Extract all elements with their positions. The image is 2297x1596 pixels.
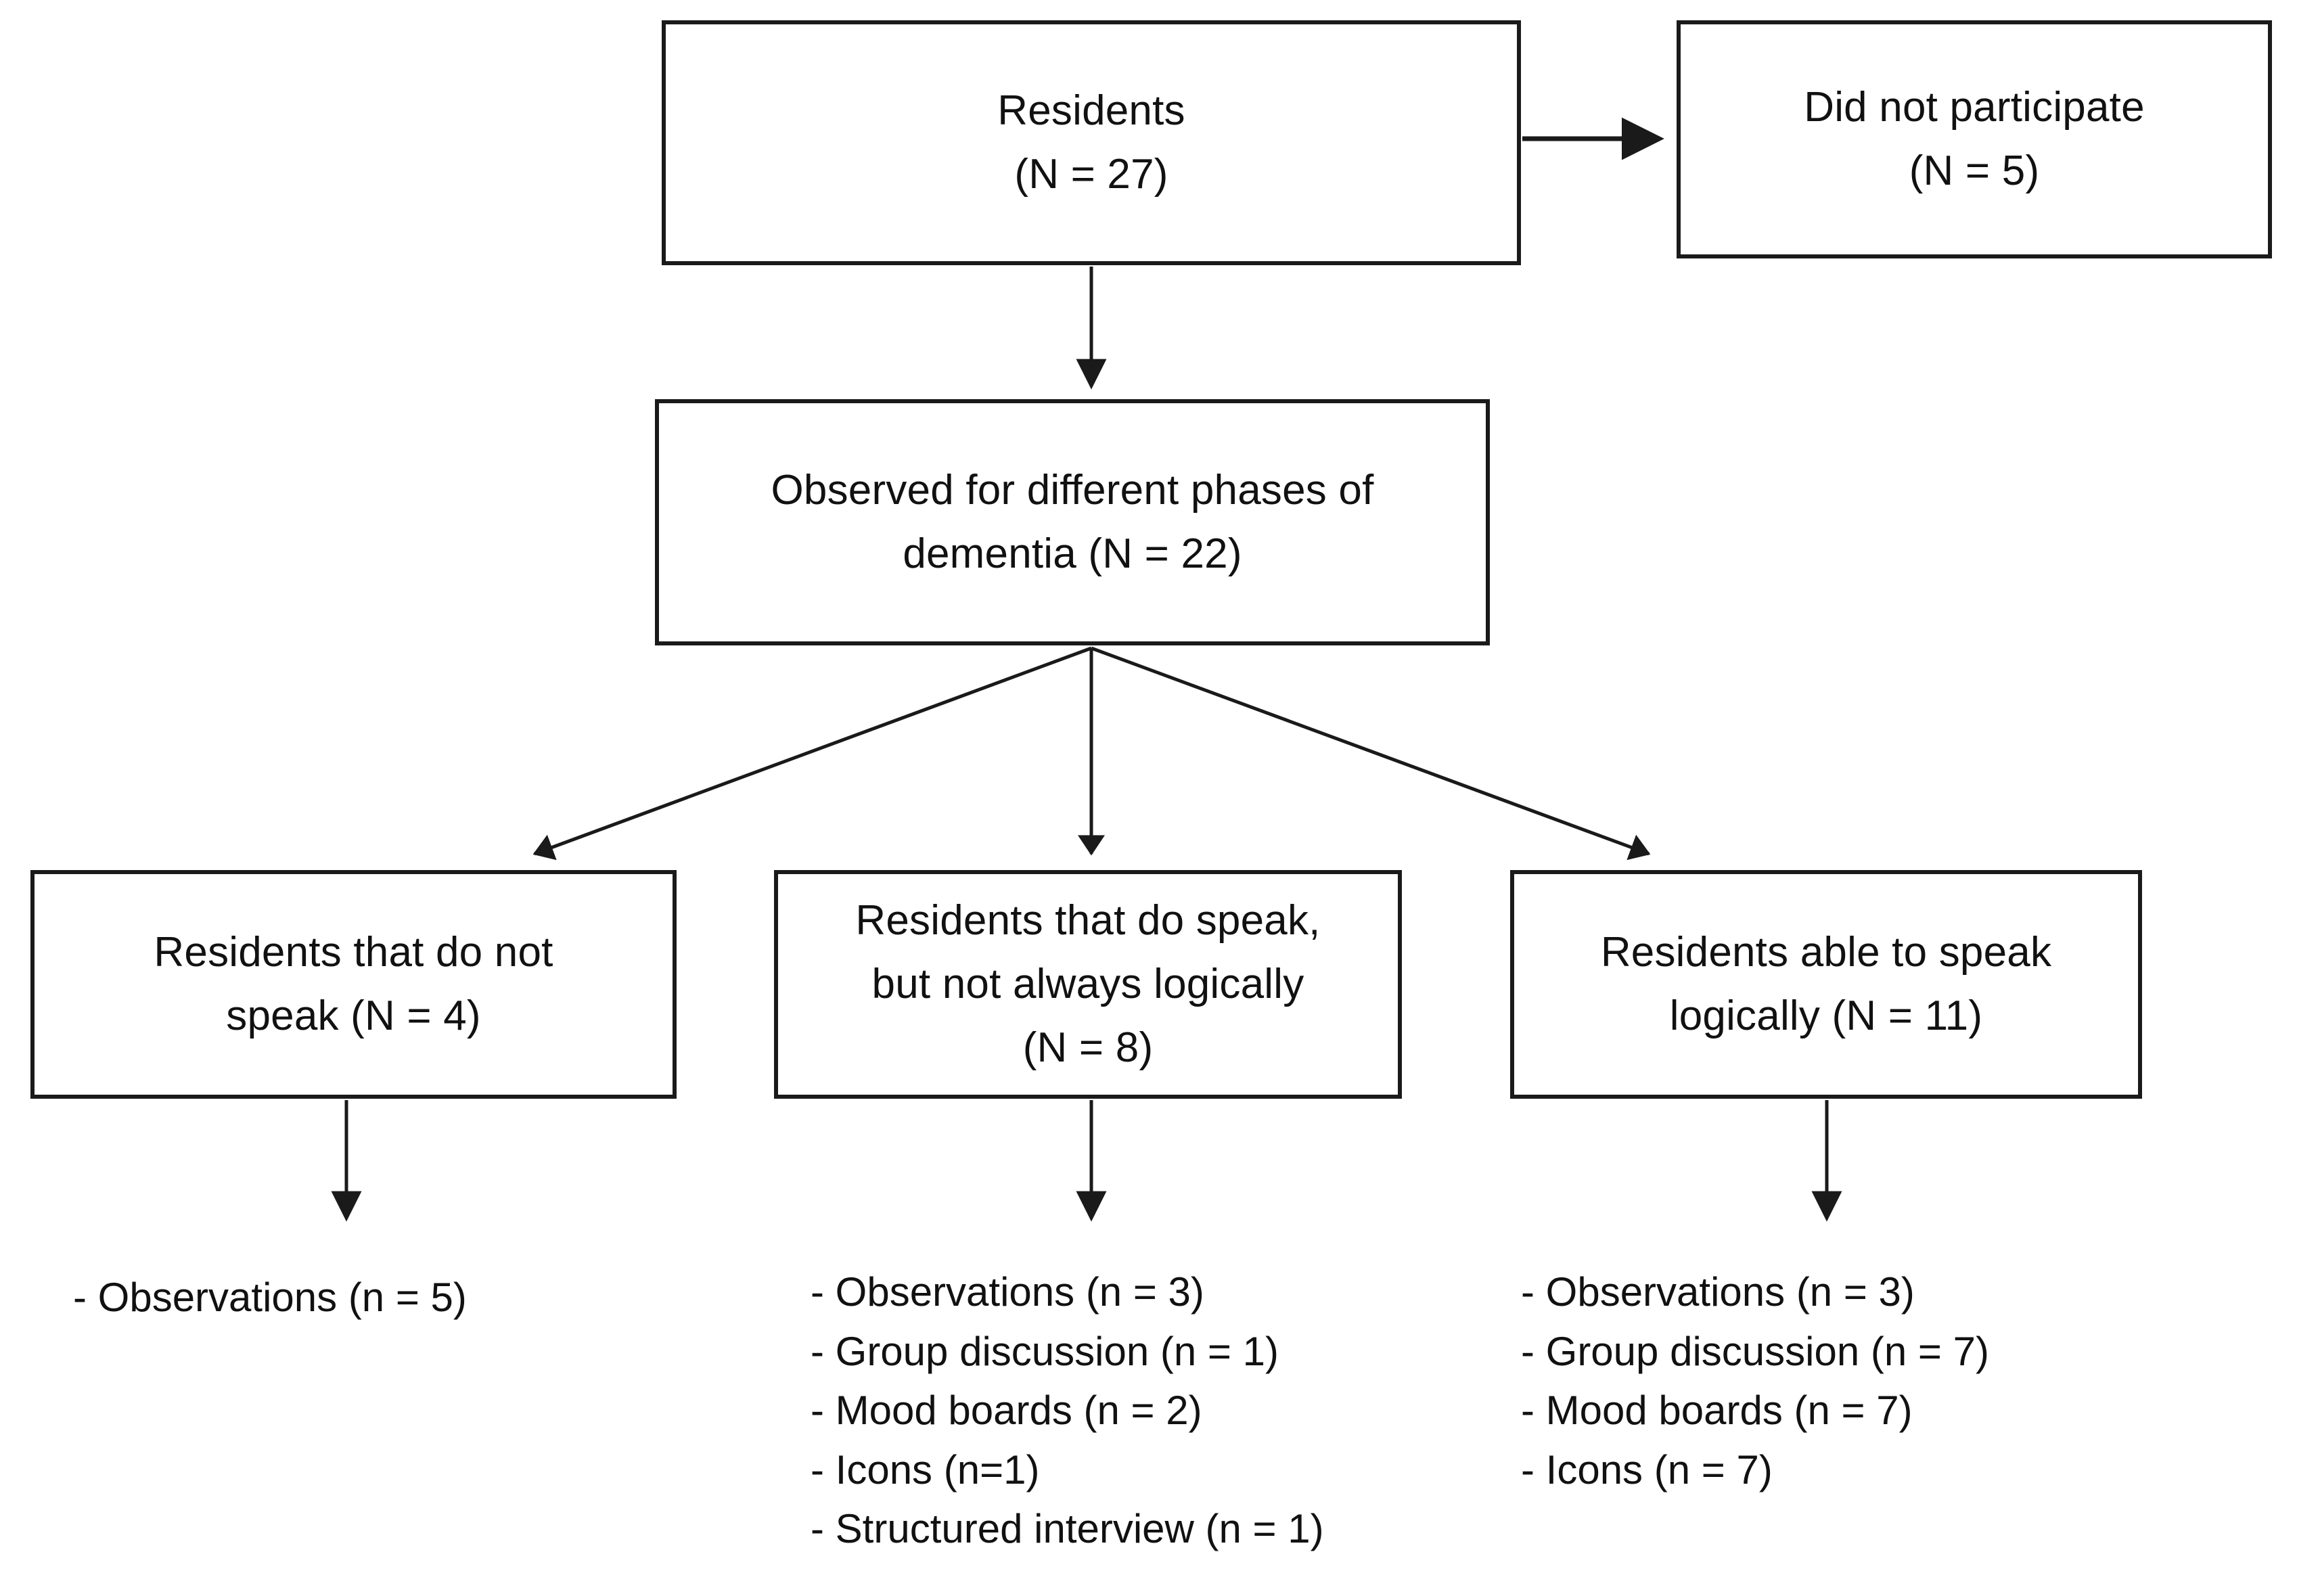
box-residents-label: Residents (N = 27): [997, 87, 1185, 198]
methods-list-illogical-speak: - Observations (n = 3) - Group discussion…: [811, 1262, 1324, 1559]
box-residents-illogical-speak: Residents that do speak, but not always …: [774, 870, 1402, 1099]
connector-observed-to-logical: [1091, 646, 1651, 861]
box-residents-logical-speak: Residents able to speak logically (N = 1…: [1510, 870, 2142, 1099]
box-did-not-participate: Did not participate (N = 5): [1677, 20, 2272, 258]
methods-list-logical-speak: - Observations (n = 3) - Group discussion…: [1521, 1262, 1989, 1499]
connector-observed-to-no-speak: [532, 646, 1092, 861]
outcome-item: - Group discussion (n = 7): [1521, 1328, 1989, 1374]
outcome-item: - Group discussion (n = 1): [811, 1328, 1279, 1374]
box-residents: Residents (N = 27): [662, 20, 1521, 265]
box-residents-no-speak: Residents that do not speak (N = 4): [30, 870, 677, 1099]
box-did-not-participate-label: Did not participate (N = 5): [1804, 83, 2145, 194]
outcome-item: - Mood boards (n = 7): [1521, 1388, 1913, 1434]
box-observed-phases-label: Observed for different phases of dementi…: [771, 466, 1374, 577]
outcome-item: - Observations (n = 5): [73, 1275, 467, 1320]
outcome-item: - Mood boards (n = 2): [811, 1388, 1202, 1434]
methods-list-no-speak: - Observations (n = 5): [73, 1268, 467, 1327]
outcome-item: - Icons (n=1): [811, 1446, 1040, 1492]
outcome-item: - Observations (n = 3): [1521, 1269, 1915, 1315]
outcome-item: - Observations (n = 3): [811, 1269, 1204, 1315]
box-residents-logical-speak-label: Residents able to speak logically (N = 1…: [1600, 928, 2052, 1039]
outcome-item: - Icons (n = 7): [1521, 1446, 1773, 1492]
box-residents-no-speak-label: Residents that do not speak (N = 4): [154, 928, 553, 1039]
outcome-item: - Structured interview (n = 1): [811, 1506, 1324, 1552]
box-residents-illogical-speak-label: Residents that do speak, but not always …: [855, 896, 1321, 1072]
box-observed-phases: Observed for different phases of dementi…: [655, 399, 1490, 645]
